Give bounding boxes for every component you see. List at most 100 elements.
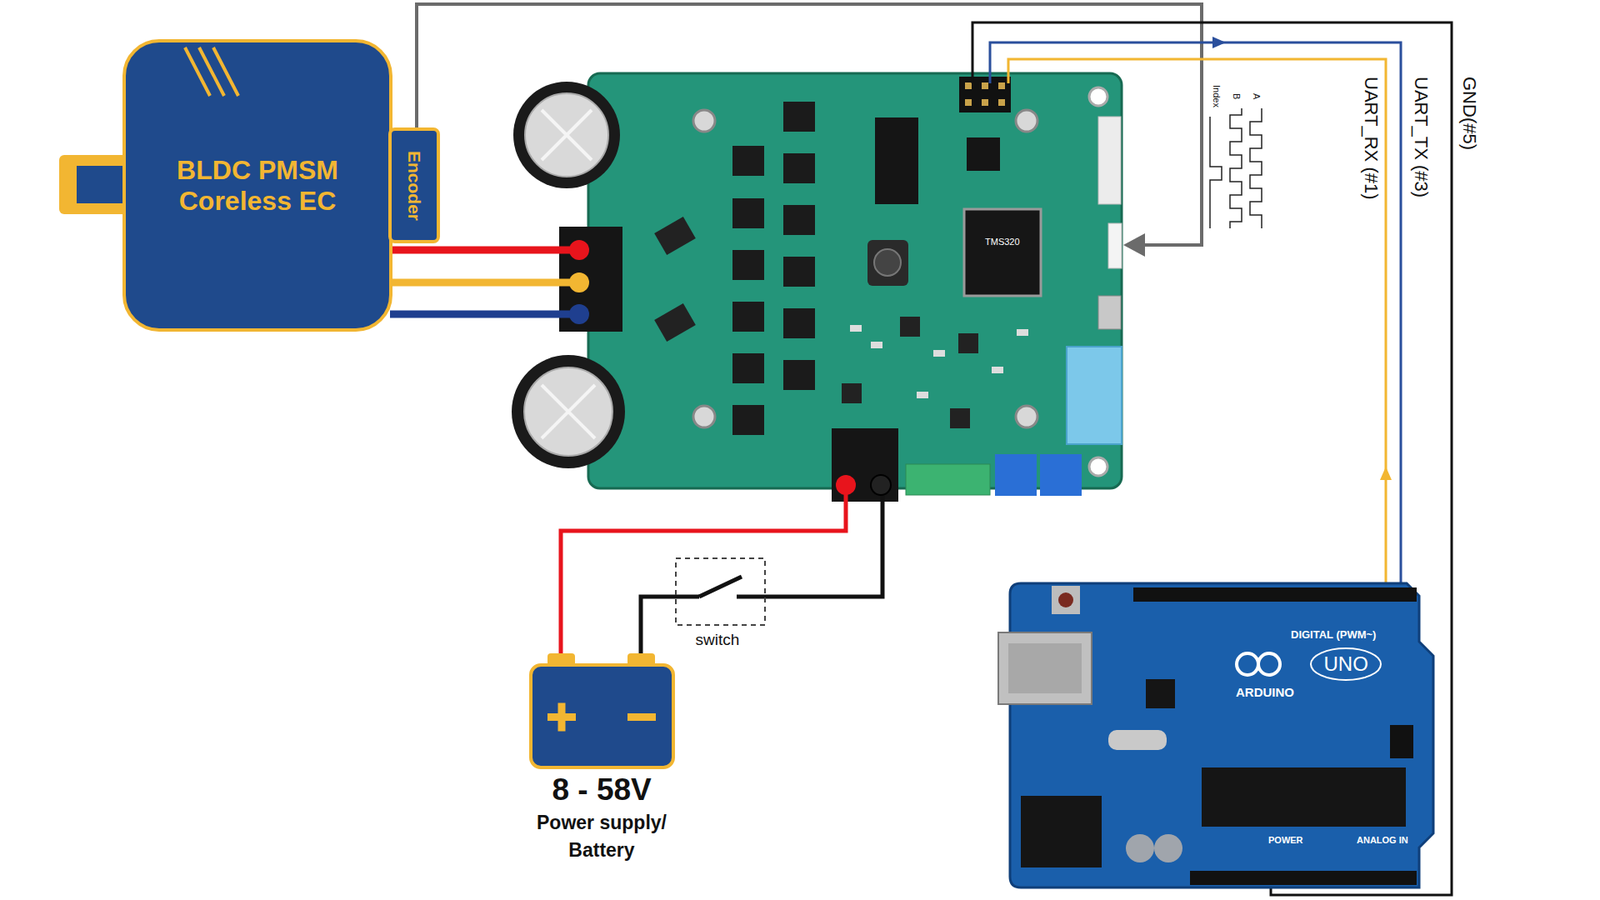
power-wires: [736, 485, 883, 597]
controller-board: [998, 99, 1005, 106]
battery-body: [530, 665, 674, 768]
signal-name: UART_TX (#3): [1410, 76, 1431, 198]
controller-board: [874, 249, 901, 276]
controller-board: [867, 240, 909, 286]
controller-board: [1066, 346, 1122, 445]
power-wires: [560, 485, 846, 654]
controller-board: [783, 205, 815, 235]
controller-board: [1098, 116, 1121, 205]
controller-board: [831, 428, 899, 502]
phase-wires: [569, 304, 590, 325]
arduino-board: [1125, 834, 1155, 863]
controller-board: [654, 303, 696, 342]
arduino-board: [1201, 767, 1406, 827]
encoder-node: Encoder: [388, 127, 440, 244]
arduino-board: [1154, 834, 1183, 863]
uart-wires: [1008, 59, 1386, 595]
controller-board: [732, 353, 765, 384]
battery-symbol: [514, 650, 690, 771]
motor-label: BLDC PMSM Coreless EC: [161, 155, 354, 217]
phase-wires: [390, 310, 580, 319]
controller-board: [870, 341, 883, 349]
controller-board: [995, 454, 1037, 496]
arduino-board: [1010, 583, 1434, 888]
board-silkscreen: ARDUINO: [1235, 685, 1295, 700]
controller-board: [524, 367, 613, 456]
encoder-waveforms: [1230, 108, 1242, 229]
controller-board: [1108, 223, 1122, 269]
battery-node: 8 - 58VPower supply/ Battery: [514, 650, 690, 868]
controller-board: [965, 82, 972, 90]
controller-board: [841, 383, 862, 404]
arduino-board: [1310, 648, 1381, 680]
controller-board: [958, 333, 979, 354]
controller-board: [1015, 110, 1038, 132]
phase-wires: [390, 279, 580, 287]
uart-wires: [1380, 466, 1392, 480]
signal-name: GND(#5): [1458, 76, 1480, 150]
motor-stripes: [199, 47, 225, 96]
board-silkscreen: ANALOG IN: [1356, 835, 1409, 846]
encoder-waveforms: [1210, 108, 1262, 229]
controller-board: [1016, 329, 1029, 336]
encoder-waveforms: [1210, 116, 1222, 229]
battery-plus: [558, 703, 566, 732]
controller-board: [732, 198, 765, 229]
controller-board: [1015, 405, 1038, 428]
controller-board: [732, 301, 765, 332]
controller-board: [1089, 87, 1108, 106]
controller-board: [693, 405, 715, 428]
controller-board: [541, 385, 595, 439]
controller-board: [981, 82, 989, 90]
phase-wires: [569, 240, 590, 260]
controller-board: [732, 405, 765, 435]
controller-board: [981, 99, 989, 106]
arduino-board: [1108, 730, 1167, 750]
controller-board: [850, 325, 862, 332]
arduino-board: [1236, 653, 1259, 675]
board-silkscreen: UNO: [1324, 652, 1369, 676]
controller-board: [783, 256, 815, 287]
arduino-board: [998, 583, 1434, 888]
board-silkscreen: POWER: [1268, 835, 1304, 846]
controller-board: [916, 391, 929, 399]
controller-board: [900, 316, 920, 337]
chip-marking: TMS320: [985, 236, 1020, 248]
switch-label: switch: [695, 630, 740, 650]
controller-board: [933, 350, 945, 357]
board-silkscreen: DIGITAL (PWM~): [1290, 629, 1376, 642]
uart-wires: [990, 42, 1401, 595]
arduino-board: [1020, 795, 1102, 868]
motor-node: BLDC PMSM Coreless EC: [122, 39, 393, 332]
uart-wires: [972, 22, 1452, 895]
encoder-label: Encoder: [404, 150, 424, 221]
arduino-board: [1133, 587, 1417, 602]
controller-board: [959, 76, 1011, 113]
power-wires: [699, 576, 742, 597]
controller-board: [998, 82, 1005, 90]
power-wires: [835, 475, 856, 495]
waveform-label: Index: [1210, 85, 1222, 108]
controller-board: [905, 464, 990, 495]
controller-board: [525, 93, 609, 177]
controller-board: [732, 250, 765, 280]
controller-board: [513, 81, 620, 189]
controller-board: [541, 110, 592, 160]
controller-board: [965, 99, 972, 106]
arduino-board: [1390, 725, 1414, 759]
arduino-board: [1008, 643, 1082, 694]
controller-board: [966, 137, 1000, 171]
controller-board: [541, 110, 592, 160]
encoder-cable: [416, 4, 1202, 245]
battery-minus: [627, 713, 656, 721]
switch-symbol: [675, 558, 765, 625]
encoder-waveforms: [1250, 108, 1262, 229]
phase-wires: [390, 246, 580, 255]
arduino-board: [1051, 585, 1080, 615]
controller-board: [654, 216, 696, 255]
motor-stripes: [185, 47, 210, 96]
controller-board: [950, 408, 970, 429]
controller-board: [732, 145, 765, 176]
controller-board: [964, 209, 1041, 296]
